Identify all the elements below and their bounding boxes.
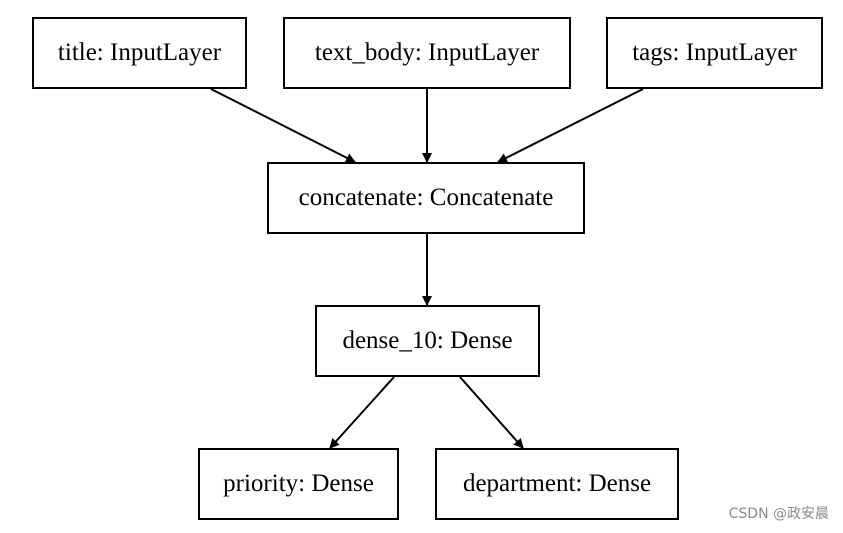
node-label: concatenate: Concatenate — [298, 184, 554, 211]
node-label: title: InputLayer — [57, 39, 222, 66]
node-label: priority: Dense — [223, 470, 374, 497]
edge-tags-to-concatenate — [497, 88, 644, 163]
edge-dense-to-department — [459, 376, 524, 449]
node-label: department: Dense — [462, 470, 652, 497]
node-concatenate: concatenate: Concatenate — [267, 162, 585, 234]
node-department-dense: department: Dense — [435, 448, 679, 520]
node-text-body-inputlayer: text_body: InputLayer — [283, 17, 571, 89]
node-title-inputlayer: title: InputLayer — [32, 17, 247, 89]
edge-title-to-concatenate — [210, 88, 356, 163]
node-label: tags: InputLayer — [632, 39, 797, 66]
node-label: text_body: InputLayer — [314, 39, 540, 66]
node-label: dense_10: Dense — [342, 327, 513, 354]
edge-dense-to-priority — [329, 376, 395, 449]
node-priority-dense: priority: Dense — [198, 448, 399, 520]
node-tags-inputlayer: tags: InputLayer — [606, 17, 823, 89]
watermark: CSDN @政安晨 — [728, 506, 829, 522]
node-dense-10: dense_10: Dense — [315, 305, 540, 377]
